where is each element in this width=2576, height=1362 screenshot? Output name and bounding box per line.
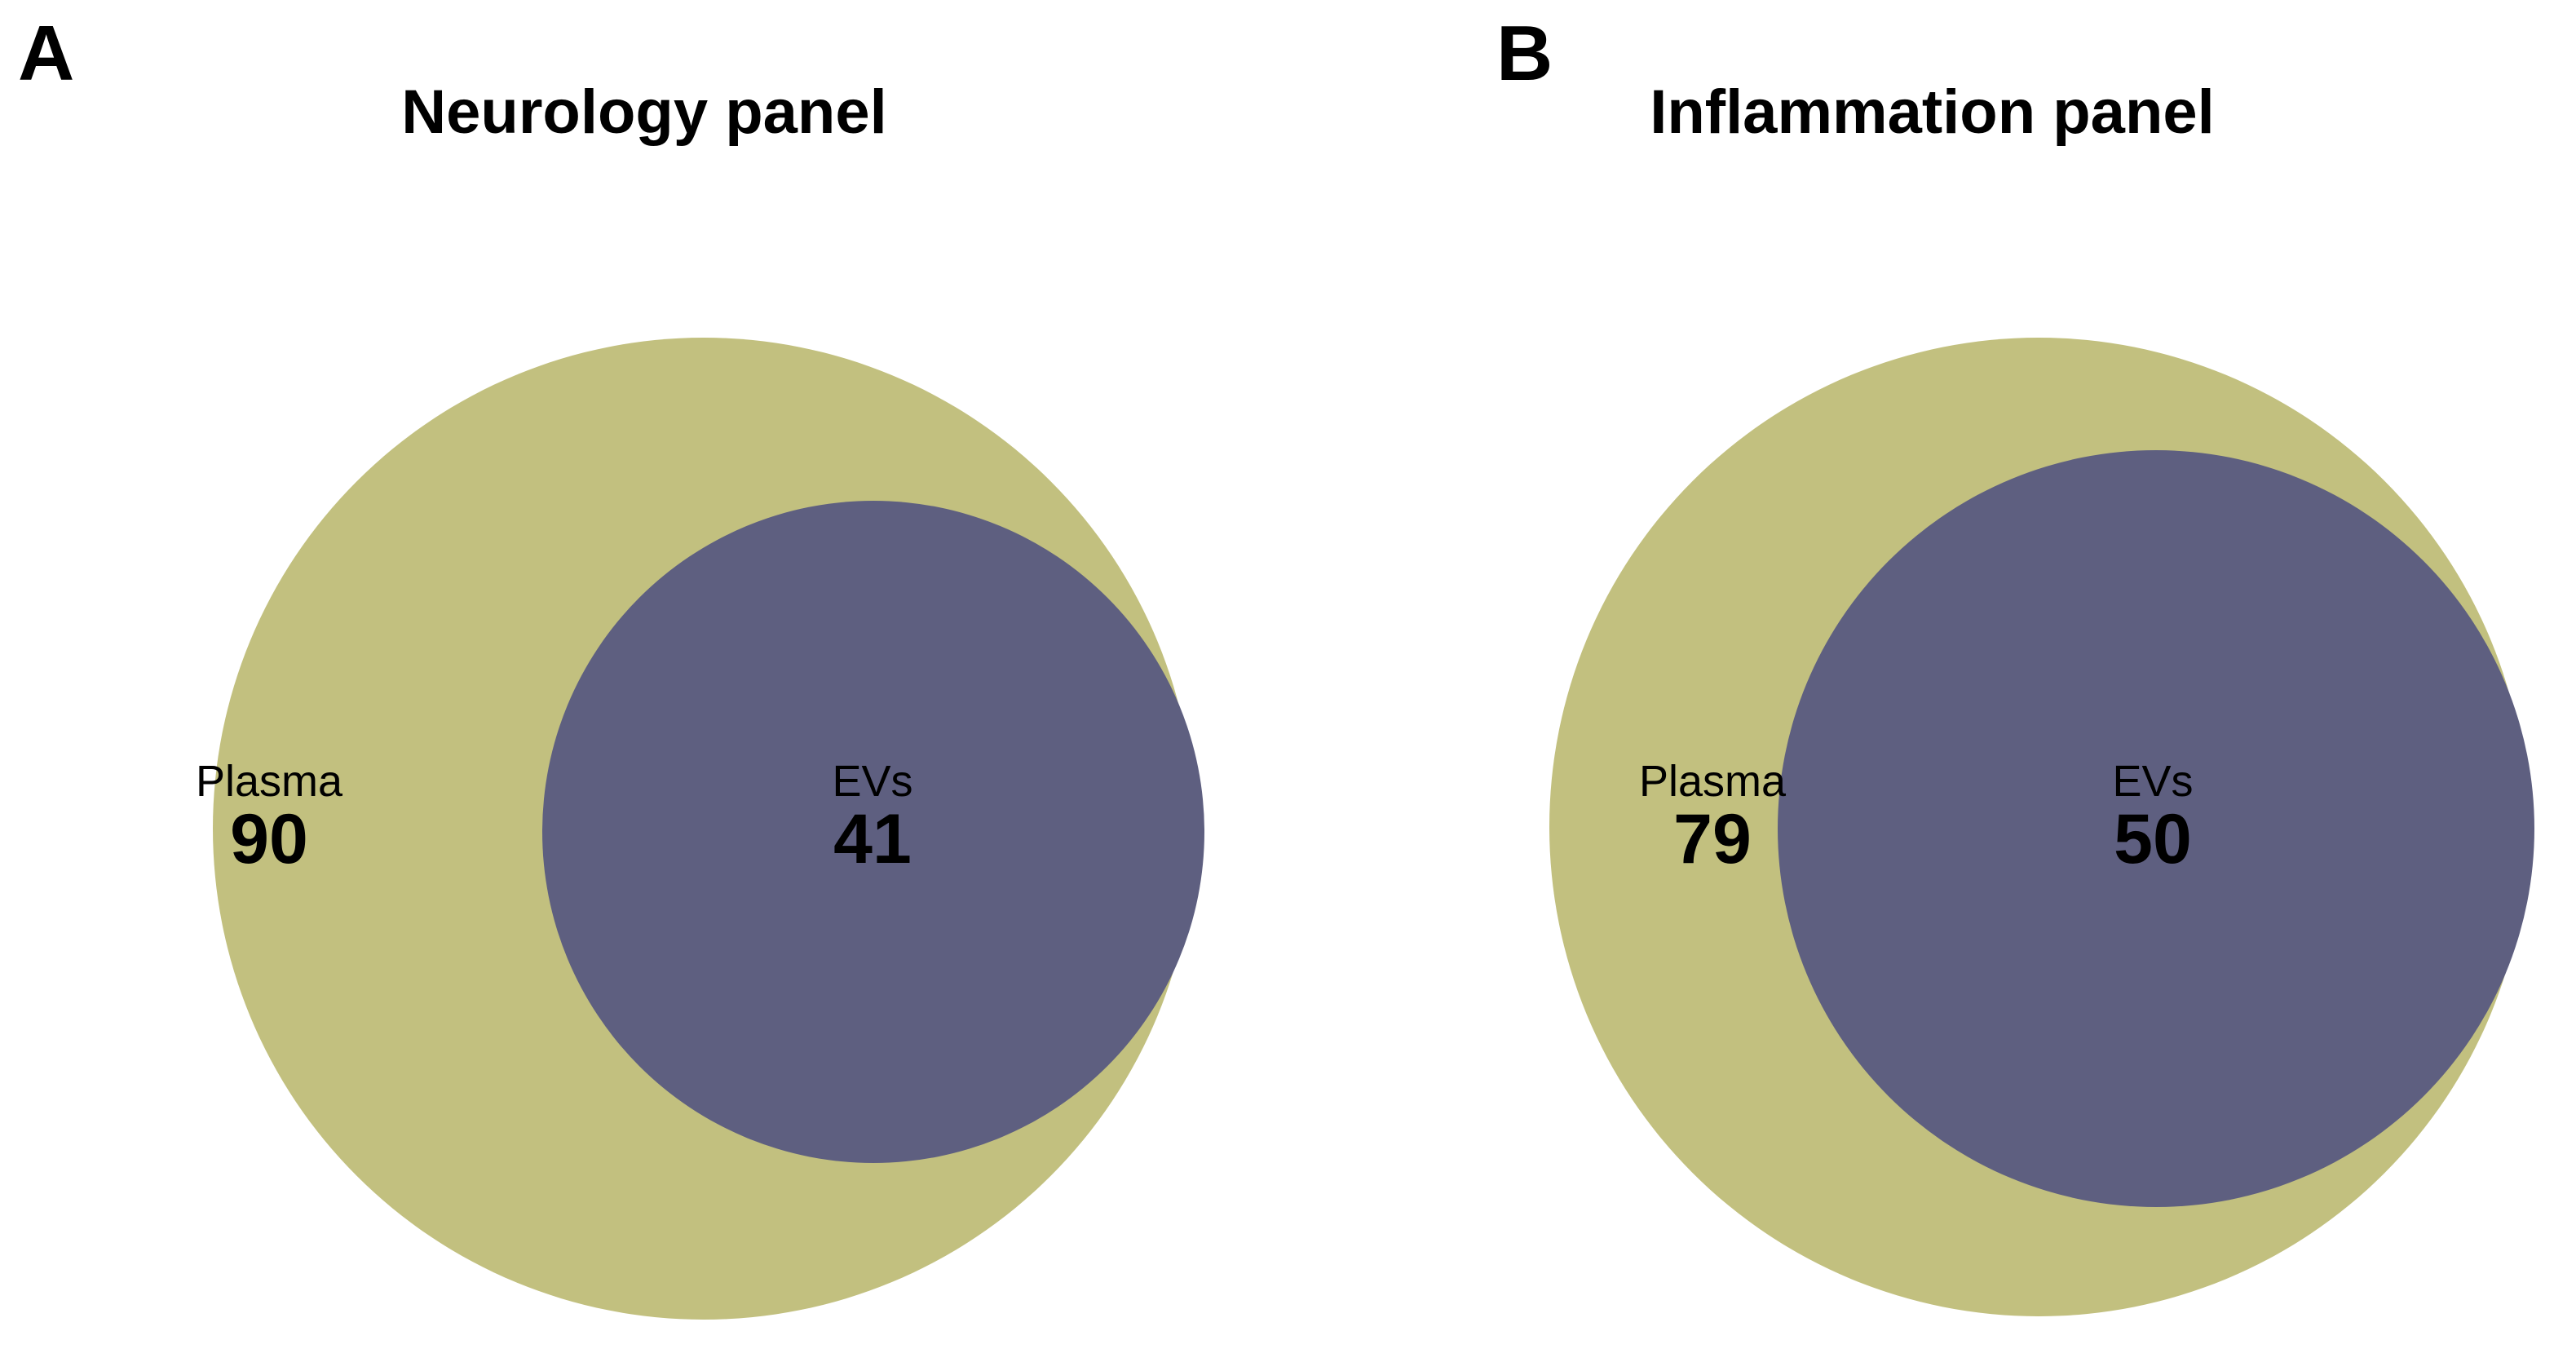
panel-b-venn-svg: [1549, 338, 2534, 1316]
panel-b-letter: B: [1496, 10, 1553, 97]
panel-a-venn: Plasma 90 EVs 41: [196, 338, 1204, 1320]
panel-a-letter: A: [18, 10, 74, 97]
panel-b-venn: Plasma 79 EVs 50: [1288, 0, 2576, 1362]
panel-b-evs-circle: [1778, 450, 2534, 1207]
panel-a-venn-svg: [213, 338, 1204, 1320]
panel-b: B Inflammation panel Plasma 79 EVs 50: [1288, 0, 2576, 1362]
panel-b-title: Inflammation panel: [1650, 77, 2215, 147]
panel-a-title: Neurology panel: [401, 77, 887, 147]
panel-a-evs-circle: [542, 501, 1204, 1163]
panel-a: A Neurology panel Plasma 90 EVs 41: [18, 10, 1204, 1320]
